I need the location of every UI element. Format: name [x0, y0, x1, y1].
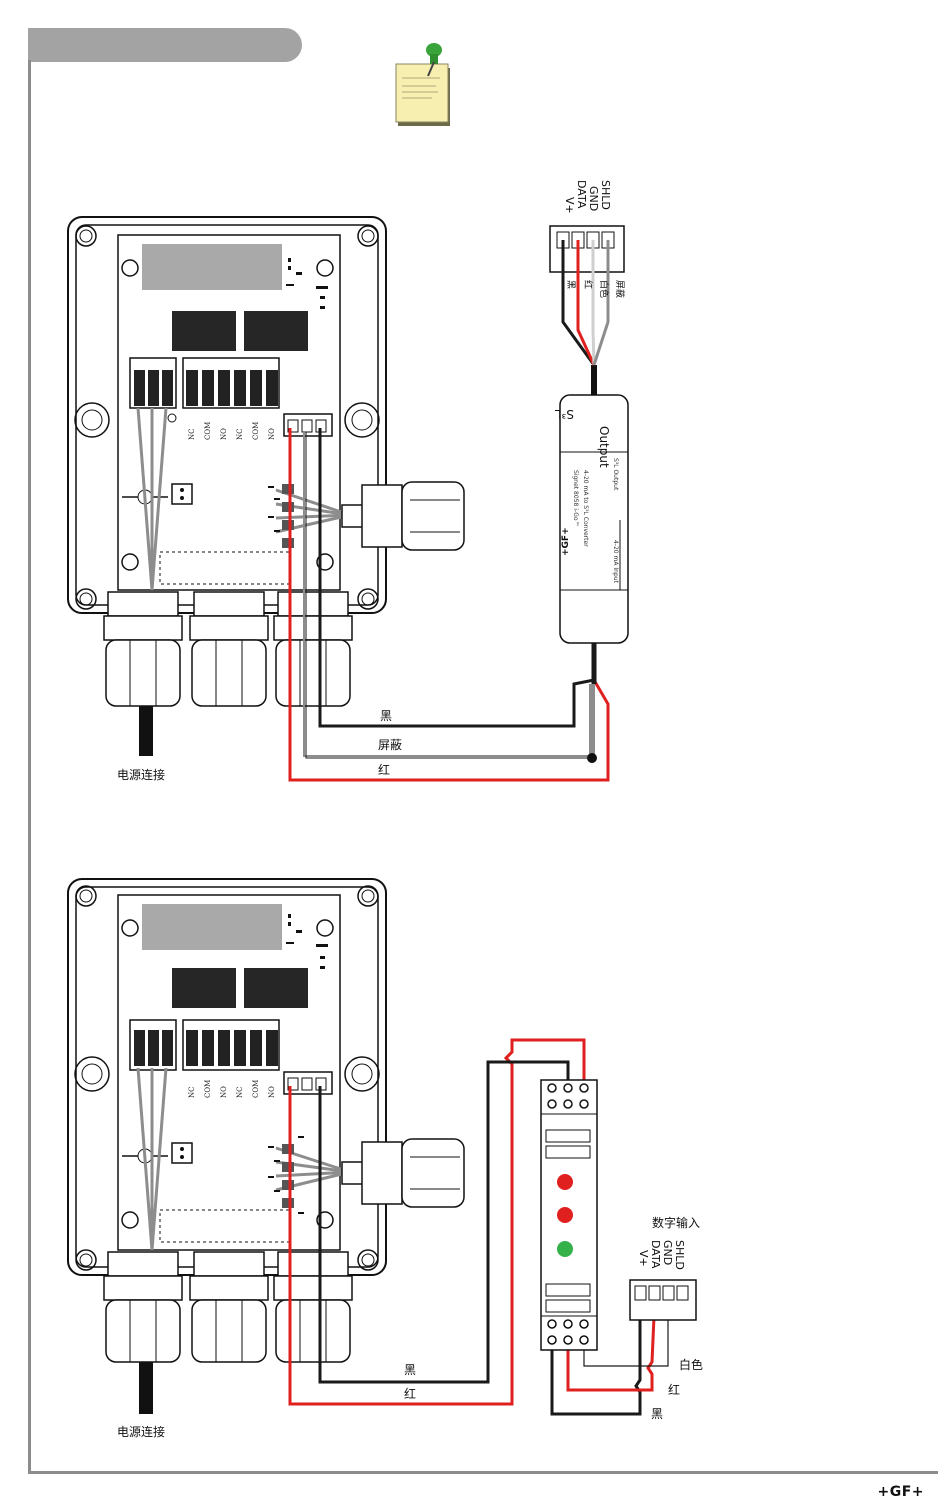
- pin-label: V+: [563, 197, 576, 214]
- terminal-label: NO: [220, 428, 228, 440]
- terminal-label: NC: [236, 429, 244, 440]
- wire-label-black: 黑: [404, 1363, 416, 1377]
- diagram-2: NC COM NO NC COM NO: [0, 820, 950, 1470]
- converter-line2: 4-20 mA to S³L Converter: [582, 470, 589, 547]
- wire-label-red: 红: [378, 762, 390, 777]
- terminal-label: COM: [252, 422, 260, 440]
- pin-label: SHLD: [599, 180, 612, 210]
- terminal-label: NC: [236, 1087, 244, 1098]
- pin-label: DATA: [575, 180, 588, 209]
- wire-label: 白色: [598, 280, 610, 298]
- wire-label: 黑: [565, 280, 576, 289]
- converter-line1: Signet 8058 i-Go™: [572, 470, 579, 527]
- converter-line3: S³L Output: [612, 458, 619, 491]
- pin-label: GND: [587, 186, 600, 211]
- din-rail-module: [541, 1080, 597, 1350]
- led-green: [557, 1241, 573, 1257]
- terminal-label: COM: [204, 1080, 212, 1098]
- terminal-label: NC: [188, 1087, 196, 1098]
- digital-input-title: 数字输入: [652, 1215, 700, 1230]
- led-red-2: [557, 1207, 573, 1223]
- terminal-label: NO: [268, 428, 276, 440]
- terminal-label: COM: [252, 1080, 260, 1098]
- diagram-1: NC COM NO NC COM NO S³L Output Signe: [0, 0, 950, 820]
- pin-label: GND: [661, 1240, 674, 1265]
- converter-line4: 4-20 mA Input: [612, 540, 619, 584]
- wire-label-black-2: 黑: [651, 1407, 663, 1421]
- output-label: Output: [597, 426, 611, 468]
- wire-label-white: 白色: [679, 1357, 703, 1372]
- terminal-label: COM: [204, 422, 212, 440]
- connector-2: 数字输入 V+ DATA GND SHLD: [630, 1215, 700, 1320]
- pin-label: DATA: [649, 1240, 662, 1269]
- led-red-1: [557, 1174, 573, 1190]
- wire-label-red-2: 红: [668, 1382, 680, 1397]
- s3l-label: S³L: [555, 407, 574, 421]
- power-label: 电源连接: [117, 767, 165, 782]
- wire-label-shield: 屏蔽: [378, 738, 402, 752]
- wire-label: 红: [582, 280, 594, 289]
- pin-label: V+: [637, 1250, 650, 1267]
- s3l-converter: S³L Output Signet 8058 i-Go™ 4-20 mA to …: [555, 365, 628, 643]
- connector-1: V+ DATA GND SHLD 黑 红 白色 屏蔽: [550, 180, 626, 365]
- wire-label: 屏蔽: [614, 280, 626, 298]
- power-label: 电源连接: [117, 1424, 165, 1439]
- wire-label-black: 黑: [380, 709, 392, 723]
- converter-brand: +GF+: [561, 527, 571, 556]
- pin-label: SHLD: [673, 1240, 686, 1270]
- terminal-label: NC: [188, 429, 196, 440]
- terminal-label: NO: [220, 1086, 228, 1098]
- enclosure-1: [68, 217, 464, 756]
- wire-label-red: 红: [404, 1386, 416, 1401]
- page-frame-bottom: [28, 1471, 938, 1474]
- enclosure-2: [68, 879, 464, 1414]
- brand-logo: +GF+: [877, 1484, 924, 1500]
- terminal-label: NO: [268, 1086, 276, 1098]
